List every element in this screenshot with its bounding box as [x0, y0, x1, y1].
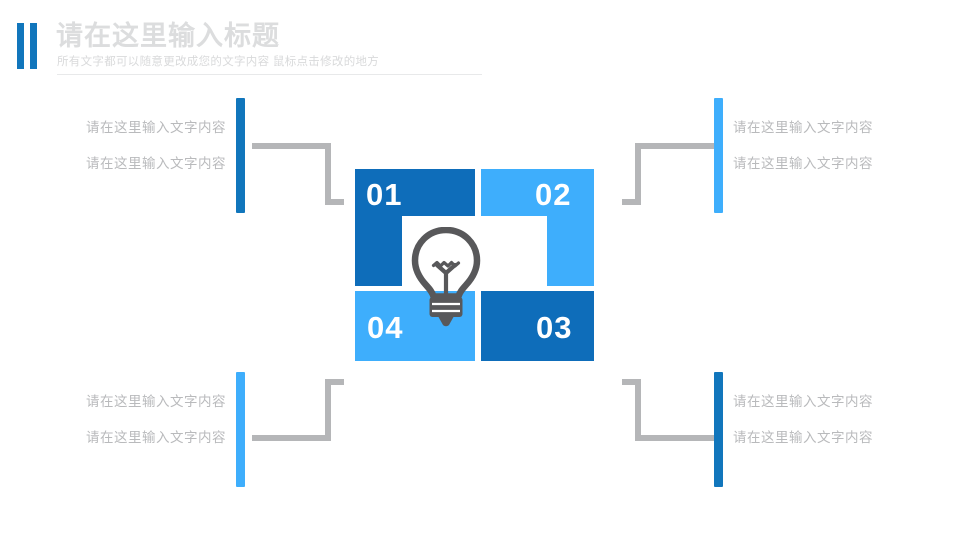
- entry-bottom-right-line-1: 请在这里输入文字内容: [733, 394, 873, 409]
- block-02-vertical: [547, 216, 594, 286]
- pinwheel-diagram: 01 02 03 04: [355, 169, 594, 408]
- entry-bottom-right-bar: [714, 372, 723, 487]
- title-accent-bars: [17, 23, 39, 69]
- title-accent-bar-1: [17, 23, 24, 69]
- entry-top-right-text: 请在这里输入文字内容 请在这里输入文字内容: [733, 110, 913, 182]
- entry-top-right-line-2: 请在这里输入文字内容: [733, 156, 873, 171]
- entry-bottom-left-text: 请在这里输入文字内容 请在这里输入文字内容: [58, 384, 226, 456]
- title-accent-bar-2: [30, 23, 37, 69]
- entry-top-left-line-1: 请在这里输入文字内容: [86, 120, 226, 135]
- block-03-horizontal: [481, 291, 594, 361]
- entry-top-left-text: 请在这里输入文字内容 请在这里输入文字内容: [58, 110, 226, 182]
- entry-bottom-left-line-2: 请在这里输入文字内容: [86, 430, 226, 445]
- block-02-number: 02: [535, 177, 572, 212]
- connector-top-right: [622, 143, 714, 205]
- connector-bottom-right: [622, 379, 714, 441]
- page-title: 请在这里输入标题: [56, 21, 280, 51]
- entry-top-right-bar: [714, 98, 723, 213]
- block-01-vertical: [355, 216, 402, 286]
- entry-bottom-right-line-2: 请在这里输入文字内容: [733, 430, 873, 445]
- entry-top-left-line-2: 请在这里输入文字内容: [86, 156, 226, 171]
- entry-bottom-left-line-1: 请在这里输入文字内容: [86, 394, 226, 409]
- connector-bottom-left: [252, 379, 344, 441]
- block-03-number: 03: [536, 310, 573, 345]
- block-02-horizontal: [481, 169, 594, 216]
- entry-top-left-bar: [236, 98, 245, 213]
- page-subtitle: 所有文字都可以随意更改成您的文字内容 鼠标点击修改的地方: [57, 56, 380, 68]
- entry-top-right-line-1: 请在这里输入文字内容: [733, 120, 873, 135]
- block-01-horizontal: [355, 169, 475, 216]
- block-01-number: 01: [366, 177, 403, 212]
- entry-bottom-right-text: 请在这里输入文字内容 请在这里输入文字内容: [733, 384, 913, 456]
- lightbulb-icon: [411, 227, 481, 327]
- connector-top-left: [252, 143, 344, 205]
- entry-bottom-left-bar: [236, 372, 245, 487]
- block-04-number: 04: [367, 310, 404, 345]
- header-divider: [57, 74, 482, 75]
